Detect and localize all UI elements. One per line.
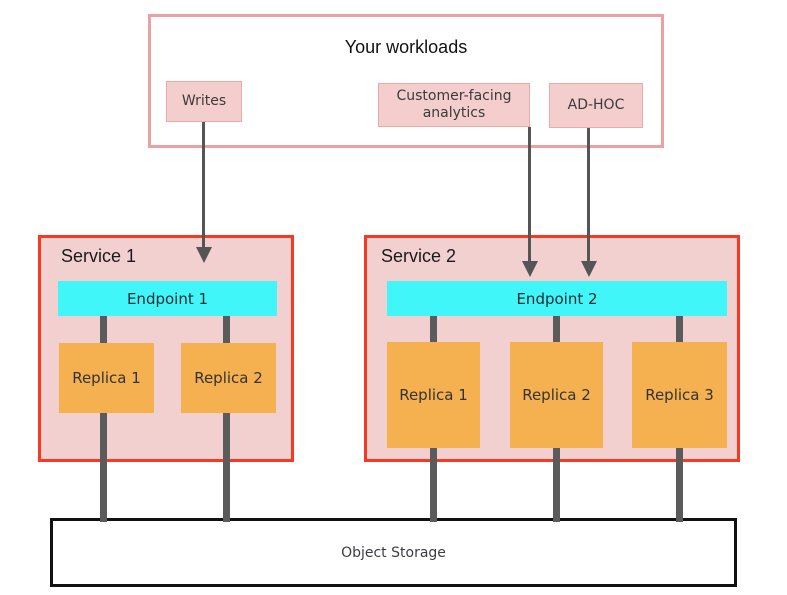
service-2-endpoint: Endpoint 2 bbox=[387, 281, 727, 316]
service-2-replica-2-label: Replica 2 bbox=[522, 386, 591, 404]
service-2-endpoint-replica-1-connector bbox=[430, 316, 437, 343]
ad-hoc-arrowhead-icon bbox=[581, 261, 597, 277]
service-2-replica-2-storage-connector bbox=[553, 448, 560, 522]
service-2-title: Service 2 bbox=[381, 246, 457, 266]
workload-ad-hoc: AD-HOC bbox=[549, 83, 643, 128]
service-1-replica-2-storage-connector bbox=[223, 413, 230, 522]
service-2-replica-2: Replica 2 bbox=[510, 342, 603, 448]
service-1-replica-1: Replica 1 bbox=[59, 343, 154, 413]
service-1-box: Service 1 Endpoint 1 Replica 1 Replica 2 bbox=[38, 235, 294, 462]
service-2-box: Service 2 Endpoint 2 Replica 1 Replica 2… bbox=[364, 235, 740, 462]
service-1-replica-1-storage-connector bbox=[100, 413, 107, 522]
service-1-endpoint-label: Endpoint 1 bbox=[126, 289, 209, 308]
service-1-endpoint: Endpoint 1 bbox=[58, 281, 277, 316]
service-1-title: Service 1 bbox=[61, 246, 137, 266]
customer-facing-analytics-arrow-line bbox=[528, 127, 531, 262]
service-2-replica-1-storage-connector bbox=[430, 448, 437, 522]
service-1-endpoint-replica-2-connector bbox=[223, 316, 230, 343]
service-1-replica-1-label: Replica 1 bbox=[72, 369, 141, 387]
writes-arrowhead-icon bbox=[196, 247, 212, 263]
service-2-replica-3-storage-connector bbox=[676, 448, 683, 522]
service-1-replica-2-label: Replica 2 bbox=[194, 369, 263, 387]
service-2-replica-1: Replica 1 bbox=[387, 342, 480, 448]
service-2-endpoint-replica-3-connector bbox=[676, 316, 683, 343]
workloads-title: Your workloads bbox=[344, 37, 468, 57]
workload-writes-label: Writes bbox=[181, 93, 227, 109]
workload-writes: Writes bbox=[166, 81, 242, 122]
object-storage-label: Object Storage bbox=[341, 544, 446, 561]
service-2-replica-3: Replica 3 bbox=[632, 342, 727, 448]
service-1-replica-2: Replica 2 bbox=[181, 343, 276, 413]
ad-hoc-arrow-line bbox=[587, 128, 590, 262]
service-1-endpoint-replica-1-connector bbox=[100, 316, 107, 343]
service-2-replica-1-label: Replica 1 bbox=[399, 386, 468, 404]
workload-customer-facing-analytics: Customer-facing analytics bbox=[378, 83, 530, 127]
object-storage-box: Object Storage bbox=[50, 518, 737, 587]
workloads-group-box: Your workloads Writes Customer-facing an… bbox=[148, 14, 664, 148]
workload-ad-hoc-label: AD-HOC bbox=[567, 97, 625, 113]
service-2-endpoint-label: Endpoint 2 bbox=[516, 289, 598, 308]
writes-arrow-line bbox=[202, 122, 205, 248]
service-2-endpoint-replica-2-connector bbox=[553, 316, 560, 343]
customer-facing-analytics-arrowhead-icon bbox=[522, 261, 538, 277]
workload-customer-facing-analytics-label: Customer-facing analytics bbox=[396, 88, 512, 121]
service-2-replica-3-label: Replica 3 bbox=[645, 386, 714, 404]
